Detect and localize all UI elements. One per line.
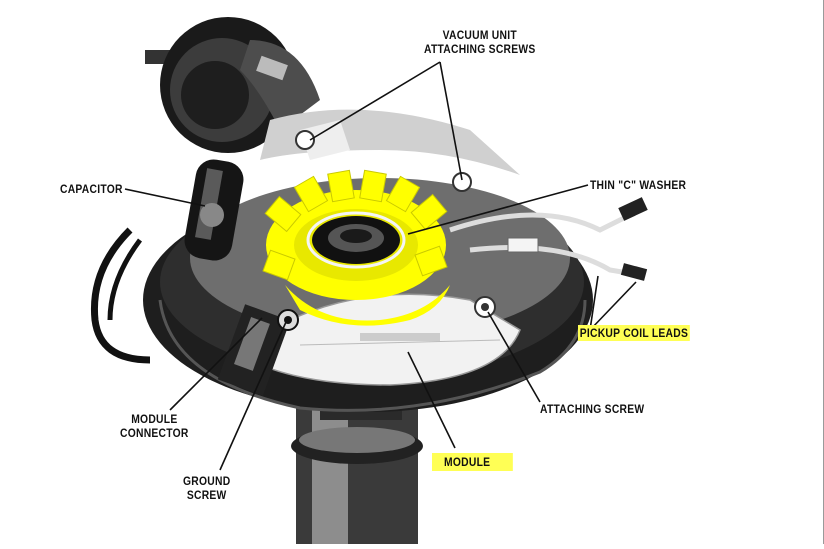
pickup-coil-leads	[449, 197, 648, 281]
leader-pickup-coil-lead-lower	[589, 275, 599, 331]
thin-c-washer	[306, 211, 406, 269]
wiring-harness	[90, 227, 151, 364]
pickup-coil-highlight	[262, 169, 450, 326]
label-capacitor: CAPACITOR	[60, 182, 123, 196]
capacitor	[184, 159, 244, 261]
leader-module	[407, 351, 456, 449]
module-connector	[217, 304, 291, 396]
leader-vacuum-screw-left	[309, 61, 441, 141]
vacuum-unit	[145, 17, 320, 153]
leader-thin-c-washer	[407, 184, 589, 235]
label-pickup-coil-leads-text: PICKUP COIL LEADS	[578, 325, 690, 341]
ground-screw	[277, 309, 299, 331]
leader-pickup-coil-lead-upper	[589, 281, 637, 331]
label-vacuum-unit-line2: ATTACHING SCREWS	[424, 42, 536, 56]
leader-module-connector	[169, 317, 263, 411]
label-vacuum-unit-line1: VACUUM UNIT	[442, 28, 517, 42]
label-module-connector-line2: CONNECTOR	[120, 426, 189, 440]
leader-lines	[124, 61, 637, 471]
label-thin-c-washer: THIN "C" WASHER	[590, 178, 687, 192]
leader-attaching-screw	[487, 311, 541, 403]
label-ground-screw: GROUND SCREW	[183, 474, 230, 502]
label-module-text: MODULE	[432, 453, 513, 471]
label-module-connector: MODULE CONNECTOR	[120, 412, 189, 440]
leader-vacuum-screw-right	[439, 61, 463, 181]
leader-capacitor	[124, 188, 206, 207]
label-pickup-coil-leads: PICKUP COIL LEADS	[578, 325, 690, 341]
label-vacuum-unit-attaching-screws: VACUUM UNIT ATTACHING SCREWS	[424, 28, 536, 56]
label-ground-screw-line1: GROUND	[183, 474, 231, 488]
label-attaching-screw: ATTACHING SCREW	[540, 402, 645, 416]
label-ground-screw-line2: SCREW	[186, 488, 227, 502]
distributor-shaft	[291, 380, 423, 544]
label-module: MODULE	[432, 453, 513, 471]
leader-ground-screw	[219, 321, 287, 471]
label-module-connector-line1: MODULE	[131, 412, 178, 426]
